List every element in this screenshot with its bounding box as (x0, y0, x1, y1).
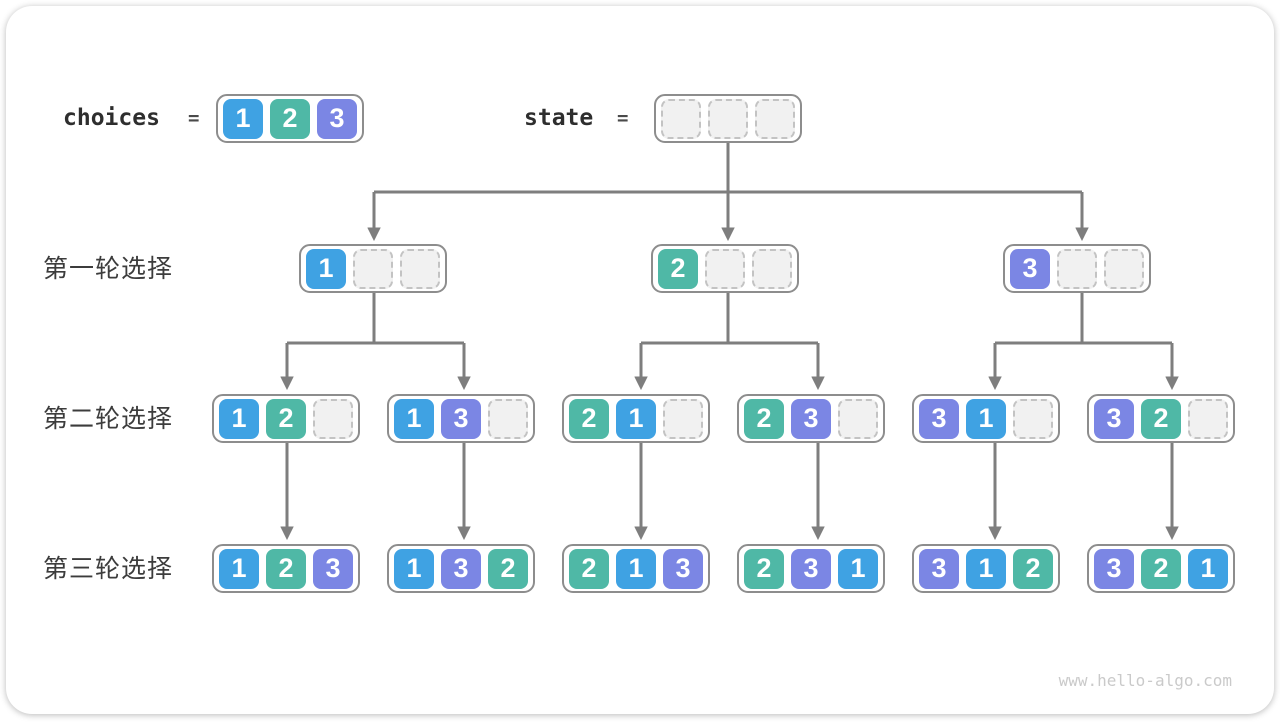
value-cell: 3 (317, 98, 357, 139)
empty-cell (1104, 248, 1144, 289)
choices-equals-sign: = (188, 107, 200, 129)
round-1-row: 1 2 3 (299, 244, 1151, 293)
value-cell: 2 (569, 398, 609, 439)
empty-cell (1013, 398, 1053, 439)
value-cell: 1 (223, 98, 263, 139)
empty-cell (708, 98, 748, 139)
value-cell: 2 (488, 548, 528, 589)
value-cell: 3 (313, 548, 353, 589)
value-cell: 1 (966, 398, 1006, 439)
value-cell: 1 (219, 398, 259, 439)
empty-cell (353, 248, 393, 289)
value-cell: 2 (569, 548, 609, 589)
value-cell: 3 (441, 398, 481, 439)
value-cell: 3 (919, 548, 959, 589)
value-cell: 2 (744, 548, 784, 589)
value-cell: 1 (966, 548, 1006, 589)
value-cell: 2 (744, 398, 784, 439)
site-watermark: www.hello-algo.com (1058, 671, 1232, 690)
row-label-round-3: 第三轮选择 (43, 554, 174, 583)
value-cell: 1 (394, 398, 434, 439)
value-cell: 2 (1141, 548, 1181, 589)
state-equals-sign: = (617, 107, 629, 129)
value-cell: 3 (1010, 248, 1050, 289)
value-cell: 3 (919, 398, 959, 439)
value-cell: 3 (441, 548, 481, 589)
value-cell: 2 (266, 548, 306, 589)
value-cell: 3 (791, 548, 831, 589)
value-cell: 1 (616, 548, 656, 589)
value-cell: 1 (838, 548, 878, 589)
value-cell: 1 (306, 248, 346, 289)
row-label-round-2: 第二轮选择 (43, 404, 174, 433)
state-box: 1 (299, 244, 447, 293)
value-cell: 1 (219, 548, 259, 589)
empty-cell (705, 248, 745, 289)
value-cell: 1 (1188, 548, 1228, 589)
value-cell: 2 (658, 248, 698, 289)
empty-cell (488, 398, 528, 439)
state-array-box (654, 94, 802, 143)
value-cell: 3 (663, 548, 703, 589)
choices-variable-label: choices (63, 105, 160, 131)
empty-cell (755, 98, 795, 139)
value-cell: 2 (266, 398, 306, 439)
empty-cell (661, 98, 701, 139)
value-cell: 2 (270, 98, 310, 139)
value-cell: 3 (791, 398, 831, 439)
state-variable-label: state (524, 105, 594, 131)
empty-cell (1188, 398, 1228, 439)
value-cell: 2 (1141, 398, 1181, 439)
state-box: 2 (651, 244, 799, 293)
value-cell: 1 (616, 398, 656, 439)
empty-cell (400, 248, 440, 289)
empty-cell (838, 398, 878, 439)
row-label-round-1: 第一轮选择 (43, 254, 174, 283)
empty-cell (1057, 248, 1097, 289)
empty-cell (663, 398, 703, 439)
value-cell: 3 (1094, 398, 1134, 439)
state-box: 3 (1003, 244, 1151, 293)
empty-cell (752, 248, 792, 289)
empty-cell (313, 398, 353, 439)
value-cell: 1 (394, 548, 434, 589)
value-cell: 2 (1013, 548, 1053, 589)
value-cell: 3 (1094, 548, 1134, 589)
